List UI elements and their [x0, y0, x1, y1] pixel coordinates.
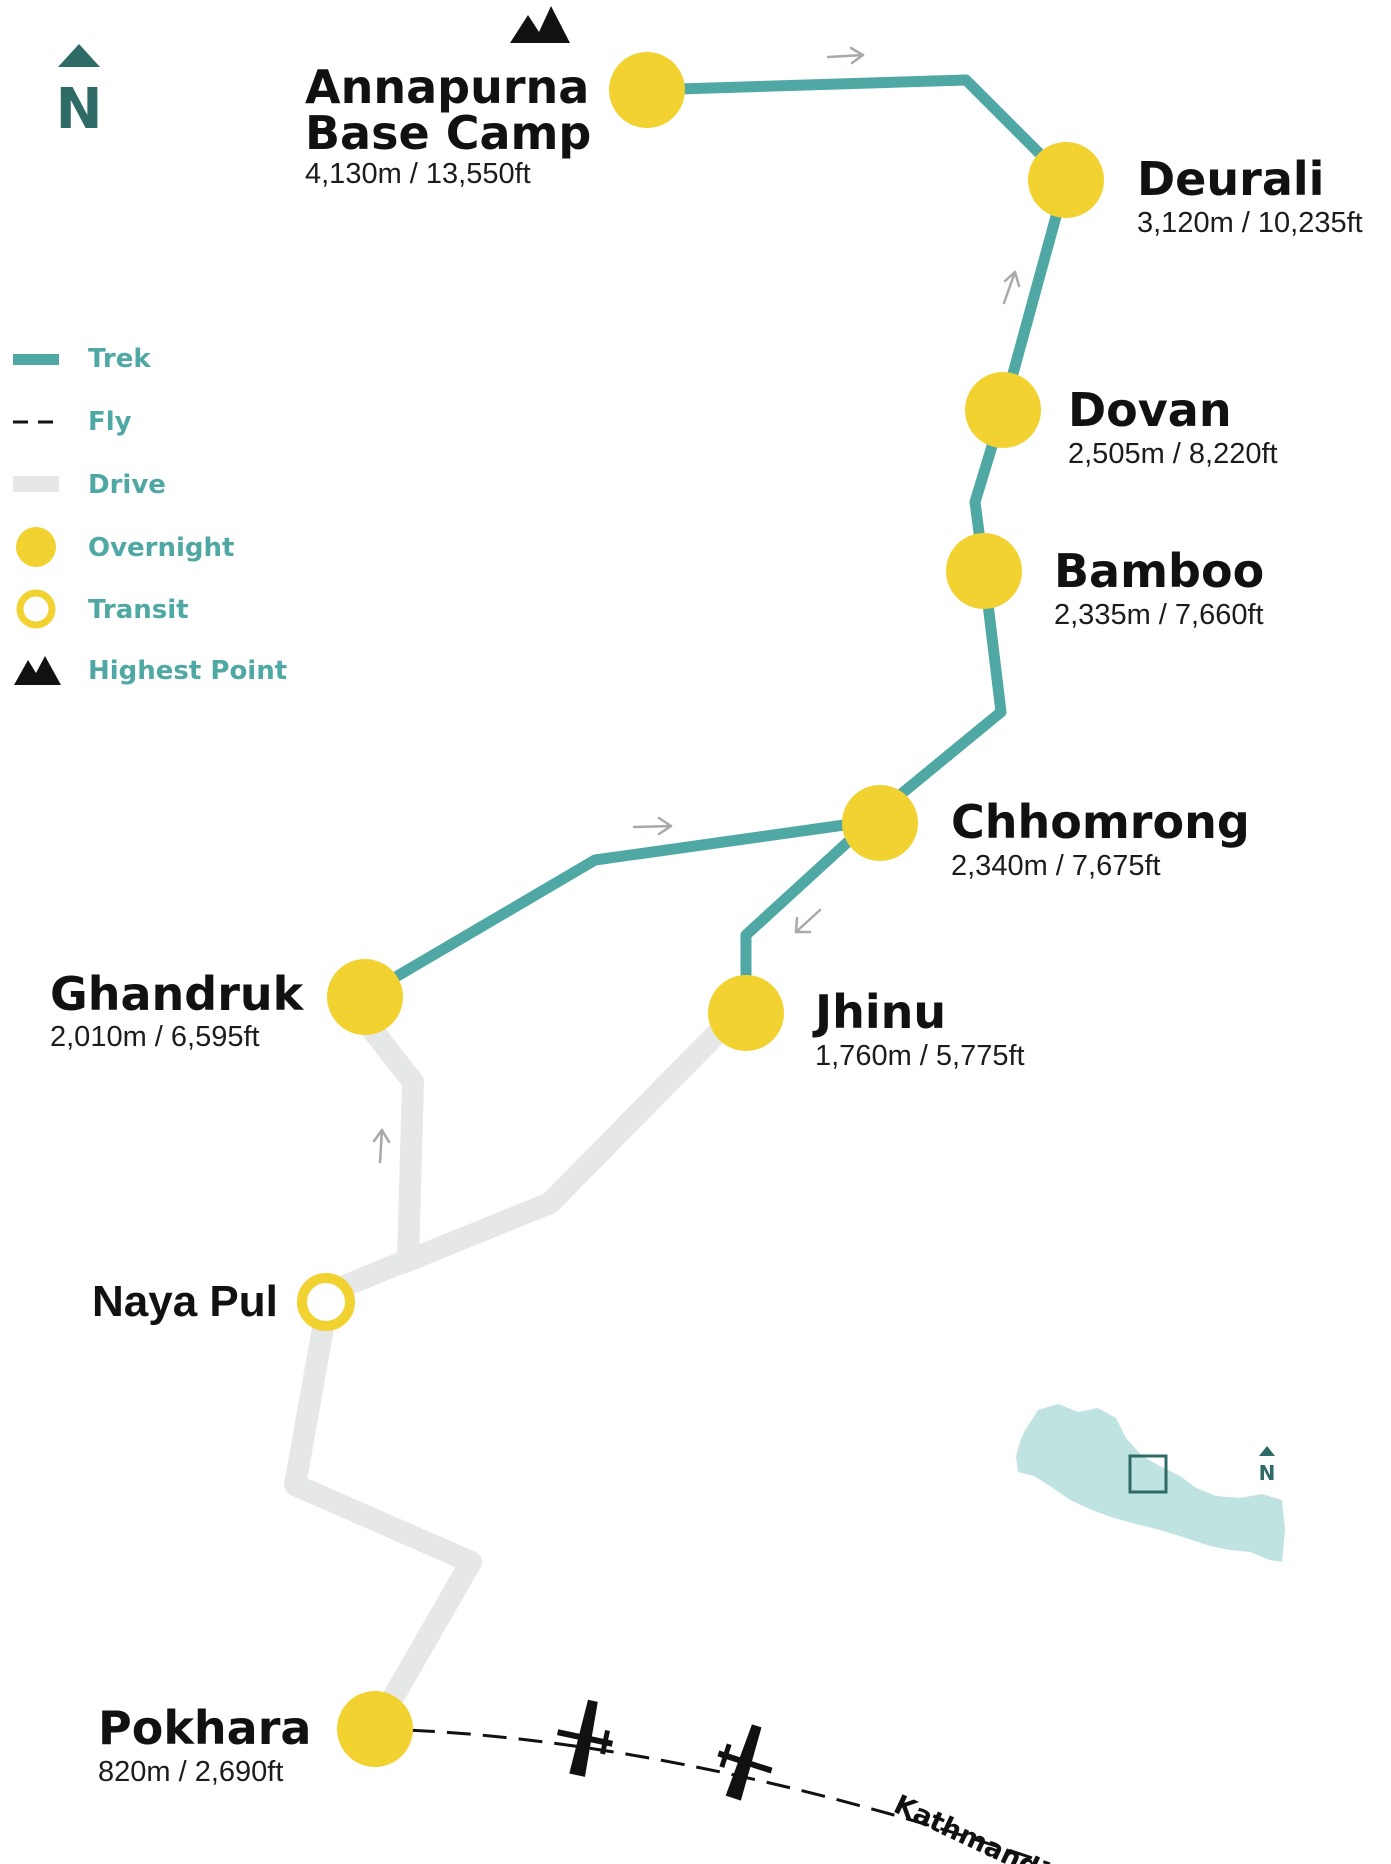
stop-name-jhinu: Jhinu	[812, 985, 946, 1039]
stop-marker-dovan	[965, 372, 1041, 448]
inset-highlight-box	[1128, 1454, 1168, 1494]
legend-label-overnight: Overnight	[88, 533, 234, 563]
stop-name-pokhara: Pokhara	[98, 1701, 311, 1755]
legend: Trek Fly Drive Overnight Transit Highest…	[13, 344, 287, 686]
stop-marker-deurali	[1028, 142, 1104, 218]
mountain-icon	[14, 656, 61, 685]
trek-route-chhomrong-abc	[641, 74, 1072, 801]
stop-altitude-pokhara: 820m / 2,690ft	[98, 1756, 283, 1788]
inset-north-letter: N	[1259, 1461, 1276, 1485]
stop-labels: Annapurna Base Camp 4,130m / 13,550ft De…	[50, 60, 1363, 1788]
legend-label-highest-point: Highest Point	[88, 656, 287, 686]
drive-route-pokhara-nayapul	[284, 1278, 482, 1740]
direction-arrows	[372, 46, 1021, 1164]
stop-altitude-chhomrong: 2,340m / 7,675ft	[951, 850, 1161, 882]
stop-altitude-bamboo: 2,335m / 7,660ft	[1054, 599, 1264, 631]
trek-line-icon	[13, 354, 59, 365]
direction-arrow-icon	[1002, 270, 1021, 305]
stop-altitude-dovan: 2,505m / 8,220ft	[1068, 438, 1278, 470]
stop-marker-bamboo	[946, 533, 1022, 609]
direction-arrow-icon	[794, 908, 822, 934]
legend-label-transit: Transit	[88, 595, 189, 625]
hollow-circle-icon	[16, 589, 56, 629]
stop-marker-pokhara	[337, 1691, 413, 1767]
airplane-icon	[556, 1699, 614, 1777]
stop-name-bamboo: Bamboo	[1054, 544, 1264, 598]
drive-line-icon	[13, 476, 59, 492]
nepal-outline-shape	[1016, 1404, 1285, 1562]
inset-north-arrow-icon	[1259, 1446, 1275, 1456]
flight-route: Kathmandu	[374, 1699, 1061, 1864]
flight-destination-label: Kathmandu	[889, 1789, 1061, 1864]
stop-marker-chhomrong	[842, 785, 918, 861]
drive-route-nayapul-jhinu	[394, 999, 751, 1273]
north-arrow: N	[56, 44, 103, 142]
legend-label-drive: Drive	[88, 470, 166, 500]
stop-markers	[297, 52, 1104, 1767]
trek-route-jhinu-chhomrong	[740, 823, 868, 1006]
direction-arrow-icon	[372, 1128, 391, 1164]
stop-altitude-annapurna: 4,130m / 13,550ft	[305, 158, 531, 190]
stop-name-dovan: Dovan	[1068, 383, 1232, 437]
stop-name-deurali: Deurali	[1137, 152, 1324, 206]
inset-map: N	[1016, 1404, 1285, 1562]
stop-marker-annapurna-base-camp	[609, 52, 685, 128]
highest-point-mountain-icon	[510, 6, 570, 43]
stop-altitude-deurali: 3,120m / 10,235ft	[1137, 207, 1363, 239]
stop-marker-naya-pul	[297, 1273, 355, 1331]
stop-name-annapurna-line2: Base Camp	[305, 106, 591, 160]
drive-route-nayapul-ghandruk	[319, 1012, 424, 1303]
stop-name-chhomrong: Chhomrong	[951, 795, 1250, 849]
stop-altitude-jhinu: 1,760m / 5,775ft	[815, 1040, 1025, 1072]
airplane-icon	[717, 1724, 773, 1801]
drive-routes	[284, 999, 751, 1740]
stop-marker-ghandruk	[327, 959, 403, 1035]
stop-altitude-ghandruk: 2,010m / 6,595ft	[50, 1021, 260, 1053]
legend-label-fly: Fly	[88, 407, 132, 437]
north-arrow-letter: N	[56, 77, 103, 142]
legend-label-trek: Trek	[88, 344, 151, 374]
stop-name-naya-pul: Naya Pul	[92, 1277, 278, 1326]
stop-marker-jhinu	[708, 975, 784, 1051]
flight-path	[374, 1727, 1051, 1864]
north-arrow-icon	[58, 44, 100, 67]
direction-arrow-icon	[826, 46, 865, 65]
direction-arrow-icon	[632, 816, 673, 836]
trek-route-ghandruk-chhomrong	[359, 814, 886, 1001]
stop-name-ghandruk: Ghandruk	[50, 967, 305, 1021]
stop-name-annapurna-line1: Annapurna	[305, 60, 589, 114]
filled-circle-icon	[16, 527, 56, 567]
